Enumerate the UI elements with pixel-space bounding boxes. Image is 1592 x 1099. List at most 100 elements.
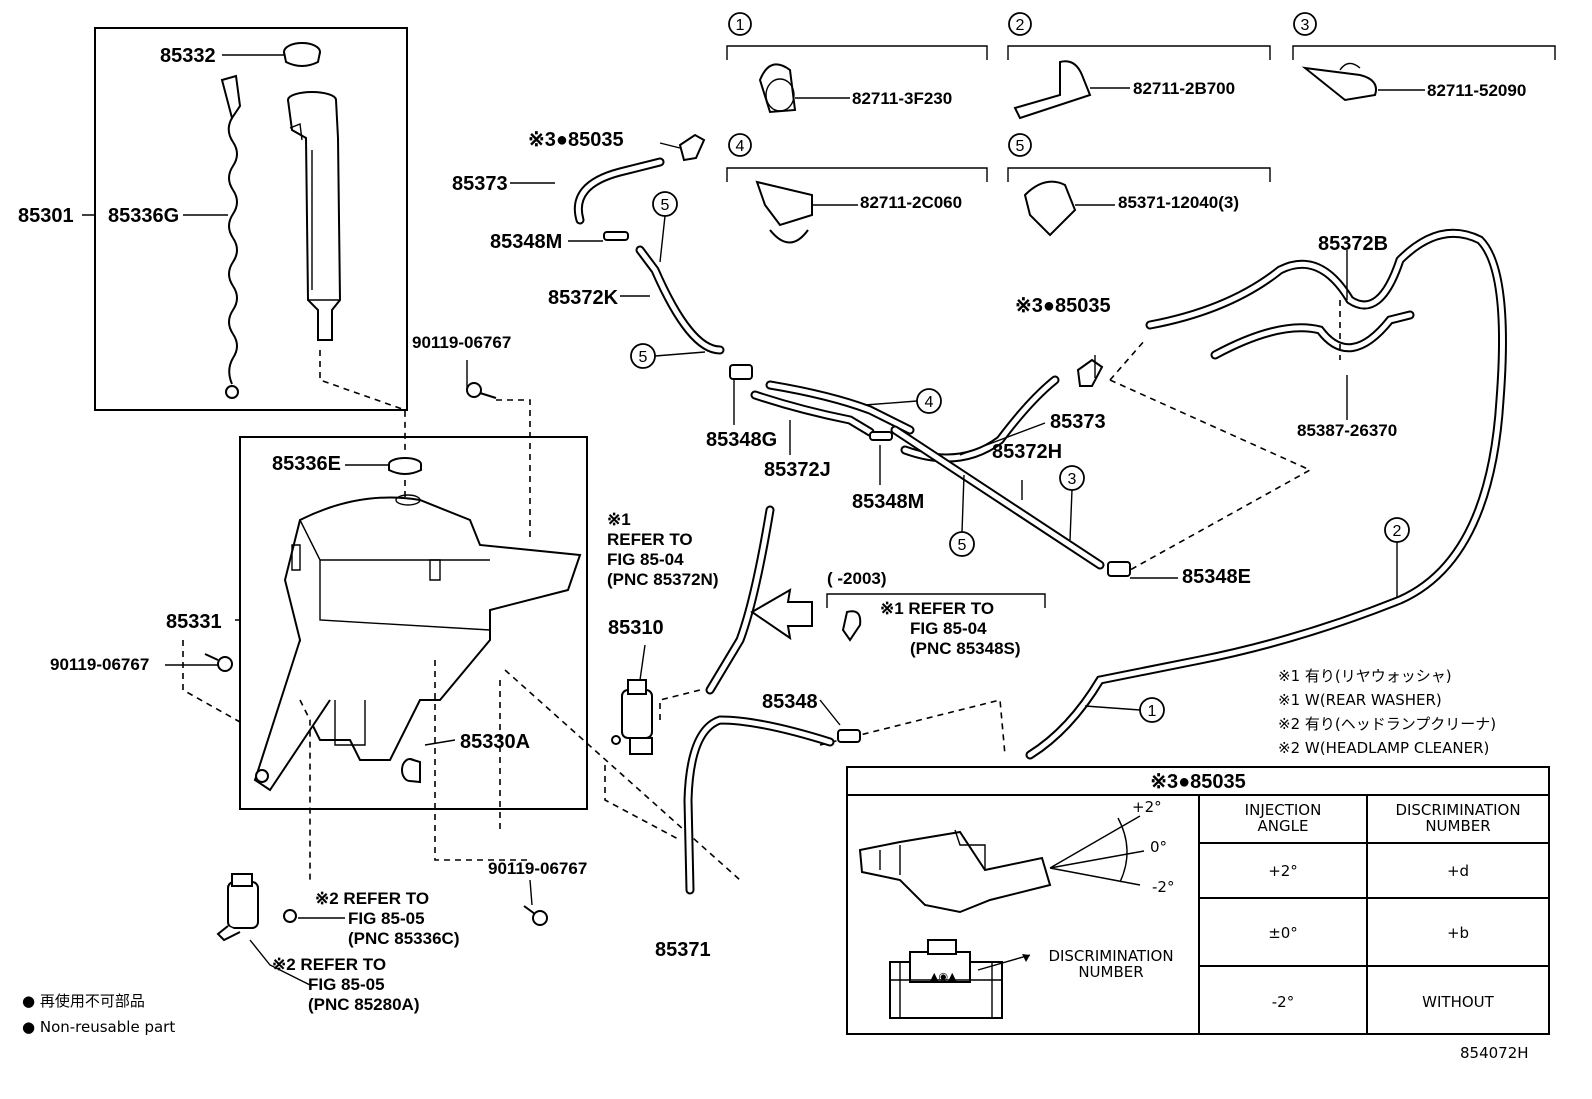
bolt-bottom-icon — [523, 905, 548, 926]
label-85336E: 85336E — [272, 453, 341, 475]
level-gauge-85336G-icon — [220, 74, 242, 399]
svg-text:※2 REFER TO: ※2 REFER TO — [272, 955, 386, 974]
svg-text:4: 4 — [925, 394, 934, 411]
label-90119-bottom: 90119-06767 — [488, 859, 587, 878]
label-85310: 85310 — [608, 617, 664, 639]
svg-text:( -2003): ( -2003) — [827, 569, 887, 588]
label-85331: 85331 — [166, 611, 222, 633]
nozzle-inset: ※3●85035 +2° 0° -2° ▲◉▲ DISCRIMINATION N… — [846, 766, 1550, 1035]
direction-arrow-icon — [750, 588, 813, 641]
svg-text:FIG 85-04: FIG 85-04 — [910, 619, 987, 638]
legend: ● 再使用不可部品 ● Non-reusable part — [22, 992, 175, 1036]
label-85371-12040: 85371-12040(3) — [1118, 193, 1239, 212]
svg-text:※2 W(HEADLAMP CLEANER): ※2 W(HEADLAMP CLEANER) — [1278, 739, 1489, 757]
clip-3-number: 3 — [1301, 17, 1310, 34]
joint-85348E-icon — [1107, 561, 1131, 577]
svg-text:FIG 85-04: FIG 85-04 — [607, 550, 684, 569]
label-85348G: 85348G — [706, 429, 777, 451]
inset-title: ※3●85035 — [1150, 771, 1246, 793]
svg-text:NUMBER: NUMBER — [1078, 963, 1143, 981]
label-85372K: 85372K — [548, 287, 619, 309]
svg-text:WITHOUT: WITHOUT — [1422, 993, 1494, 1011]
svg-text:※1 REFER TO: ※1 REFER TO — [880, 599, 994, 618]
label-82711-2C060: 82711-2C060 — [860, 193, 962, 212]
label-85372B: 85372B — [1318, 233, 1388, 255]
cap-85332-icon — [283, 42, 321, 67]
label-85348E: 85348E — [1182, 566, 1251, 588]
label-85301: 85301 — [18, 205, 74, 227]
label-85372J: 85372J — [764, 459, 831, 481]
svg-text:ANGLE: ANGLE — [1258, 817, 1309, 835]
label-82711-2B700: 82711-2B700 — [1133, 79, 1235, 98]
label-82711-3F230: 82711-3F230 — [852, 89, 952, 108]
svg-text:FIG 85-05: FIG 85-05 — [348, 909, 425, 928]
svg-text:±0°: ±0° — [1268, 924, 1298, 942]
svg-text:※2 有り(ヘッドランプクリーナ): ※2 有り(ヘッドランプクリーナ) — [1278, 715, 1496, 733]
part-labels: 85332 85301 85336G 90119-06767 85336E 85… — [18, 45, 1526, 961]
svg-text:5: 5 — [639, 349, 648, 366]
svg-text:※1 W(REAR WASHER): ※1 W(REAR WASHER) — [1278, 691, 1442, 709]
tank-assembly-box — [239, 436, 588, 810]
svg-text:1: 1 — [1148, 703, 1157, 720]
dash-lines — [182, 350, 1006, 881]
label-85371: 85371 — [655, 939, 711, 961]
svg-text:NUMBER: NUMBER — [1425, 817, 1490, 835]
svg-text:0°: 0° — [1150, 838, 1167, 856]
svg-text:-2°: -2° — [1152, 878, 1174, 896]
svg-text:+b: +b — [1447, 924, 1469, 942]
label-90119-top: 90119-06767 — [412, 333, 511, 352]
svg-text:5: 5 — [958, 537, 967, 554]
clip-5-number: 5 — [1016, 138, 1025, 155]
label-85348M-a: 85348M — [490, 231, 562, 253]
label-85373-a: 85373 — [452, 173, 508, 195]
washer-tank-85331-icon — [253, 494, 582, 792]
svg-text:INJECTION: INJECTION — [1245, 801, 1322, 819]
hose-dash-links — [1109, 300, 1341, 571]
svg-text:FIG 85-05: FIG 85-05 — [308, 975, 385, 994]
nozzle-85035-a-icon — [678, 133, 706, 162]
svg-text:REFER TO: REFER TO — [607, 530, 693, 549]
label-85332: 85332 — [160, 45, 216, 67]
leader-lines — [82, 54, 1425, 986]
headlamp-pump-icon — [216, 873, 297, 942]
clip-1-number: 1 — [736, 17, 745, 34]
bolt-left-icon — [204, 653, 233, 672]
grommet-85330A-icon — [401, 758, 421, 784]
hose-callouts: 5 5 4 5 3 2 1 — [630, 191, 1410, 723]
label-85387: 85387-26370 — [1297, 421, 1397, 440]
bolt-top-icon — [466, 382, 497, 399]
svg-text:+d: +d — [1447, 862, 1469, 880]
joint-85348-icon — [837, 729, 861, 743]
figure-id: 854072H — [1460, 1044, 1529, 1062]
clip-4-number: 4 — [736, 138, 745, 155]
svg-text:+2°: +2° — [1268, 862, 1298, 880]
svg-text:※2 REFER TO: ※2 REFER TO — [315, 889, 429, 908]
svg-text:2: 2 — [1393, 523, 1402, 540]
hoses — [574, 157, 1507, 895]
label-82711-52090: 82711-52090 — [1427, 81, 1526, 100]
clip-2-number: 2 — [1016, 17, 1025, 34]
joint-85348M-a-icon — [603, 231, 629, 241]
svg-text:(PNC 85372N): (PNC 85372N) — [607, 570, 719, 589]
svg-text:● 再使用不可部品: ● 再使用不可部品 — [22, 992, 145, 1010]
label-85348: 85348 — [762, 691, 818, 713]
joint-85348G-icon — [729, 364, 753, 380]
clip-3-icon — [1301, 62, 1377, 102]
washer-pump-85310-icon — [611, 679, 653, 755]
svg-text:(PNC 85336C): (PNC 85336C) — [348, 929, 460, 948]
svg-text:5: 5 — [661, 197, 670, 214]
reference-notes: ※1 REFER TO FIG 85-04 (PNC 85372N) ( -20… — [272, 510, 1021, 1014]
svg-text:-2°: -2° — [1272, 993, 1294, 1011]
svg-text:DISCRIMINATION: DISCRIMINATION — [1048, 947, 1173, 965]
clip-5-icon — [1023, 180, 1077, 237]
label-90119-left: 90119-06767 — [50, 655, 149, 674]
label-85330A: 85330A — [460, 731, 530, 753]
svg-text:3: 3 — [1068, 471, 1077, 488]
svg-text:(PNC 85348S): (PNC 85348S) — [910, 639, 1021, 658]
label-85035-a: ※3●85035 — [528, 129, 624, 151]
joint-small-icon — [841, 610, 862, 642]
nozzle-85035-b-icon — [1076, 358, 1104, 387]
svg-text:+2°: +2° — [1132, 798, 1162, 816]
svg-text:● Non-reusable part: ● Non-reusable part — [22, 1018, 175, 1036]
